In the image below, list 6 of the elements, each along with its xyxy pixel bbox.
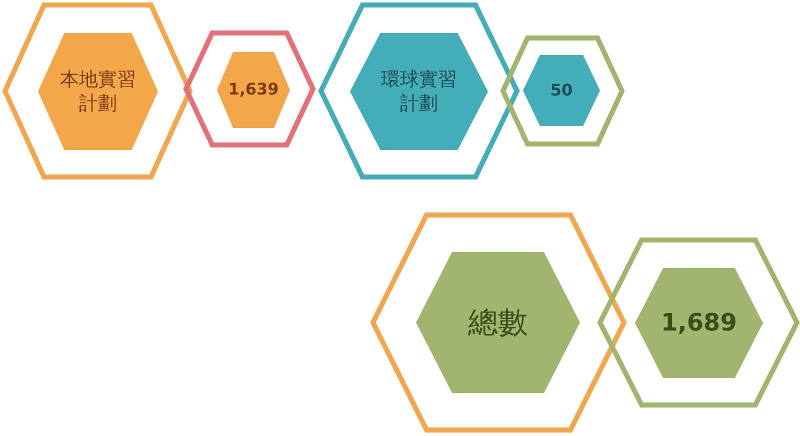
category-label: 總數 xyxy=(467,304,529,342)
value-label: 1,639 xyxy=(227,80,280,100)
value-label: 1,689 xyxy=(660,307,738,338)
category-label: 環球實習計劃 xyxy=(380,66,458,116)
category-label: 本地實習計劃 xyxy=(59,66,137,116)
value-label: 50 xyxy=(549,80,574,101)
